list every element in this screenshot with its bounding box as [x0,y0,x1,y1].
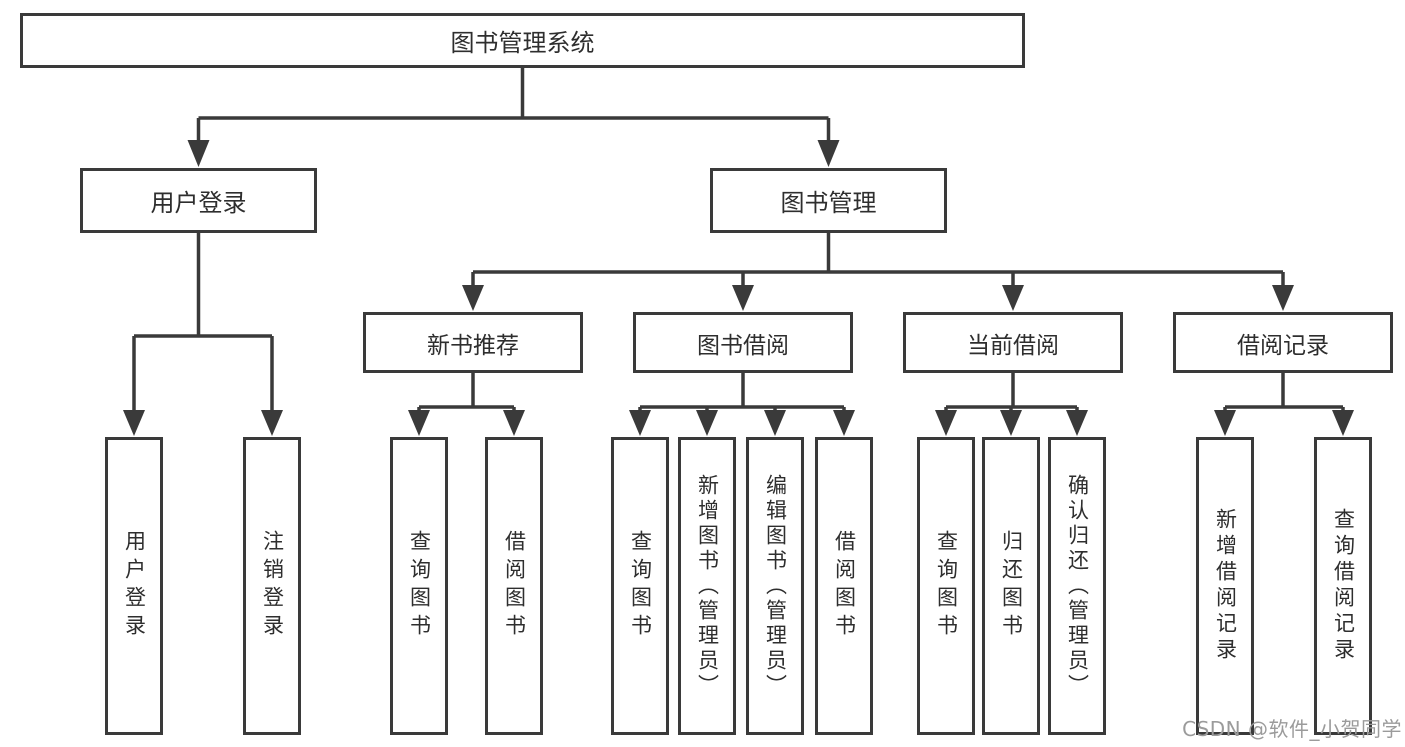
leaf-edit-books-admin: 编辑图书（管理员） [746,437,804,735]
node-user-login: 用户登录 [80,168,317,233]
leaf-query-books: 查询图书 [390,437,448,735]
leaf-add-books-admin: 新增图书（管理员） [678,437,736,735]
node-new-book-recommend: 新书推荐 [363,312,583,373]
leaf-confirm-return-admin: 确认归还（管理员） [1048,437,1106,735]
node-borrow-records: 借阅记录 [1173,312,1393,373]
csdn-watermark: CSDN @软件_小贺同学 [1182,717,1402,741]
leaf-query-books-2: 查询图书 [611,437,669,735]
node-book-management: 图书管理 [710,168,947,233]
node-book-borrow: 图书借阅 [633,312,853,373]
node-current-borrow: 当前借阅 [903,312,1123,373]
node-library-management-system: 图书管理系统 [20,13,1025,68]
leaf-return-books: 归还图书 [982,437,1040,735]
leaf-add-borrow-record: 新增借阅记录 [1196,437,1254,735]
leaf-logout: 注销登录 [243,437,301,735]
leaf-borrow-books-2: 借阅图书 [815,437,873,735]
leaf-query-borrow-record: 查询借阅记录 [1314,437,1372,735]
leaf-query-books-3: 查询图书 [917,437,975,735]
leaf-user-login: 用户登录 [105,437,163,735]
leaf-borrow-books: 借阅图书 [485,437,543,735]
